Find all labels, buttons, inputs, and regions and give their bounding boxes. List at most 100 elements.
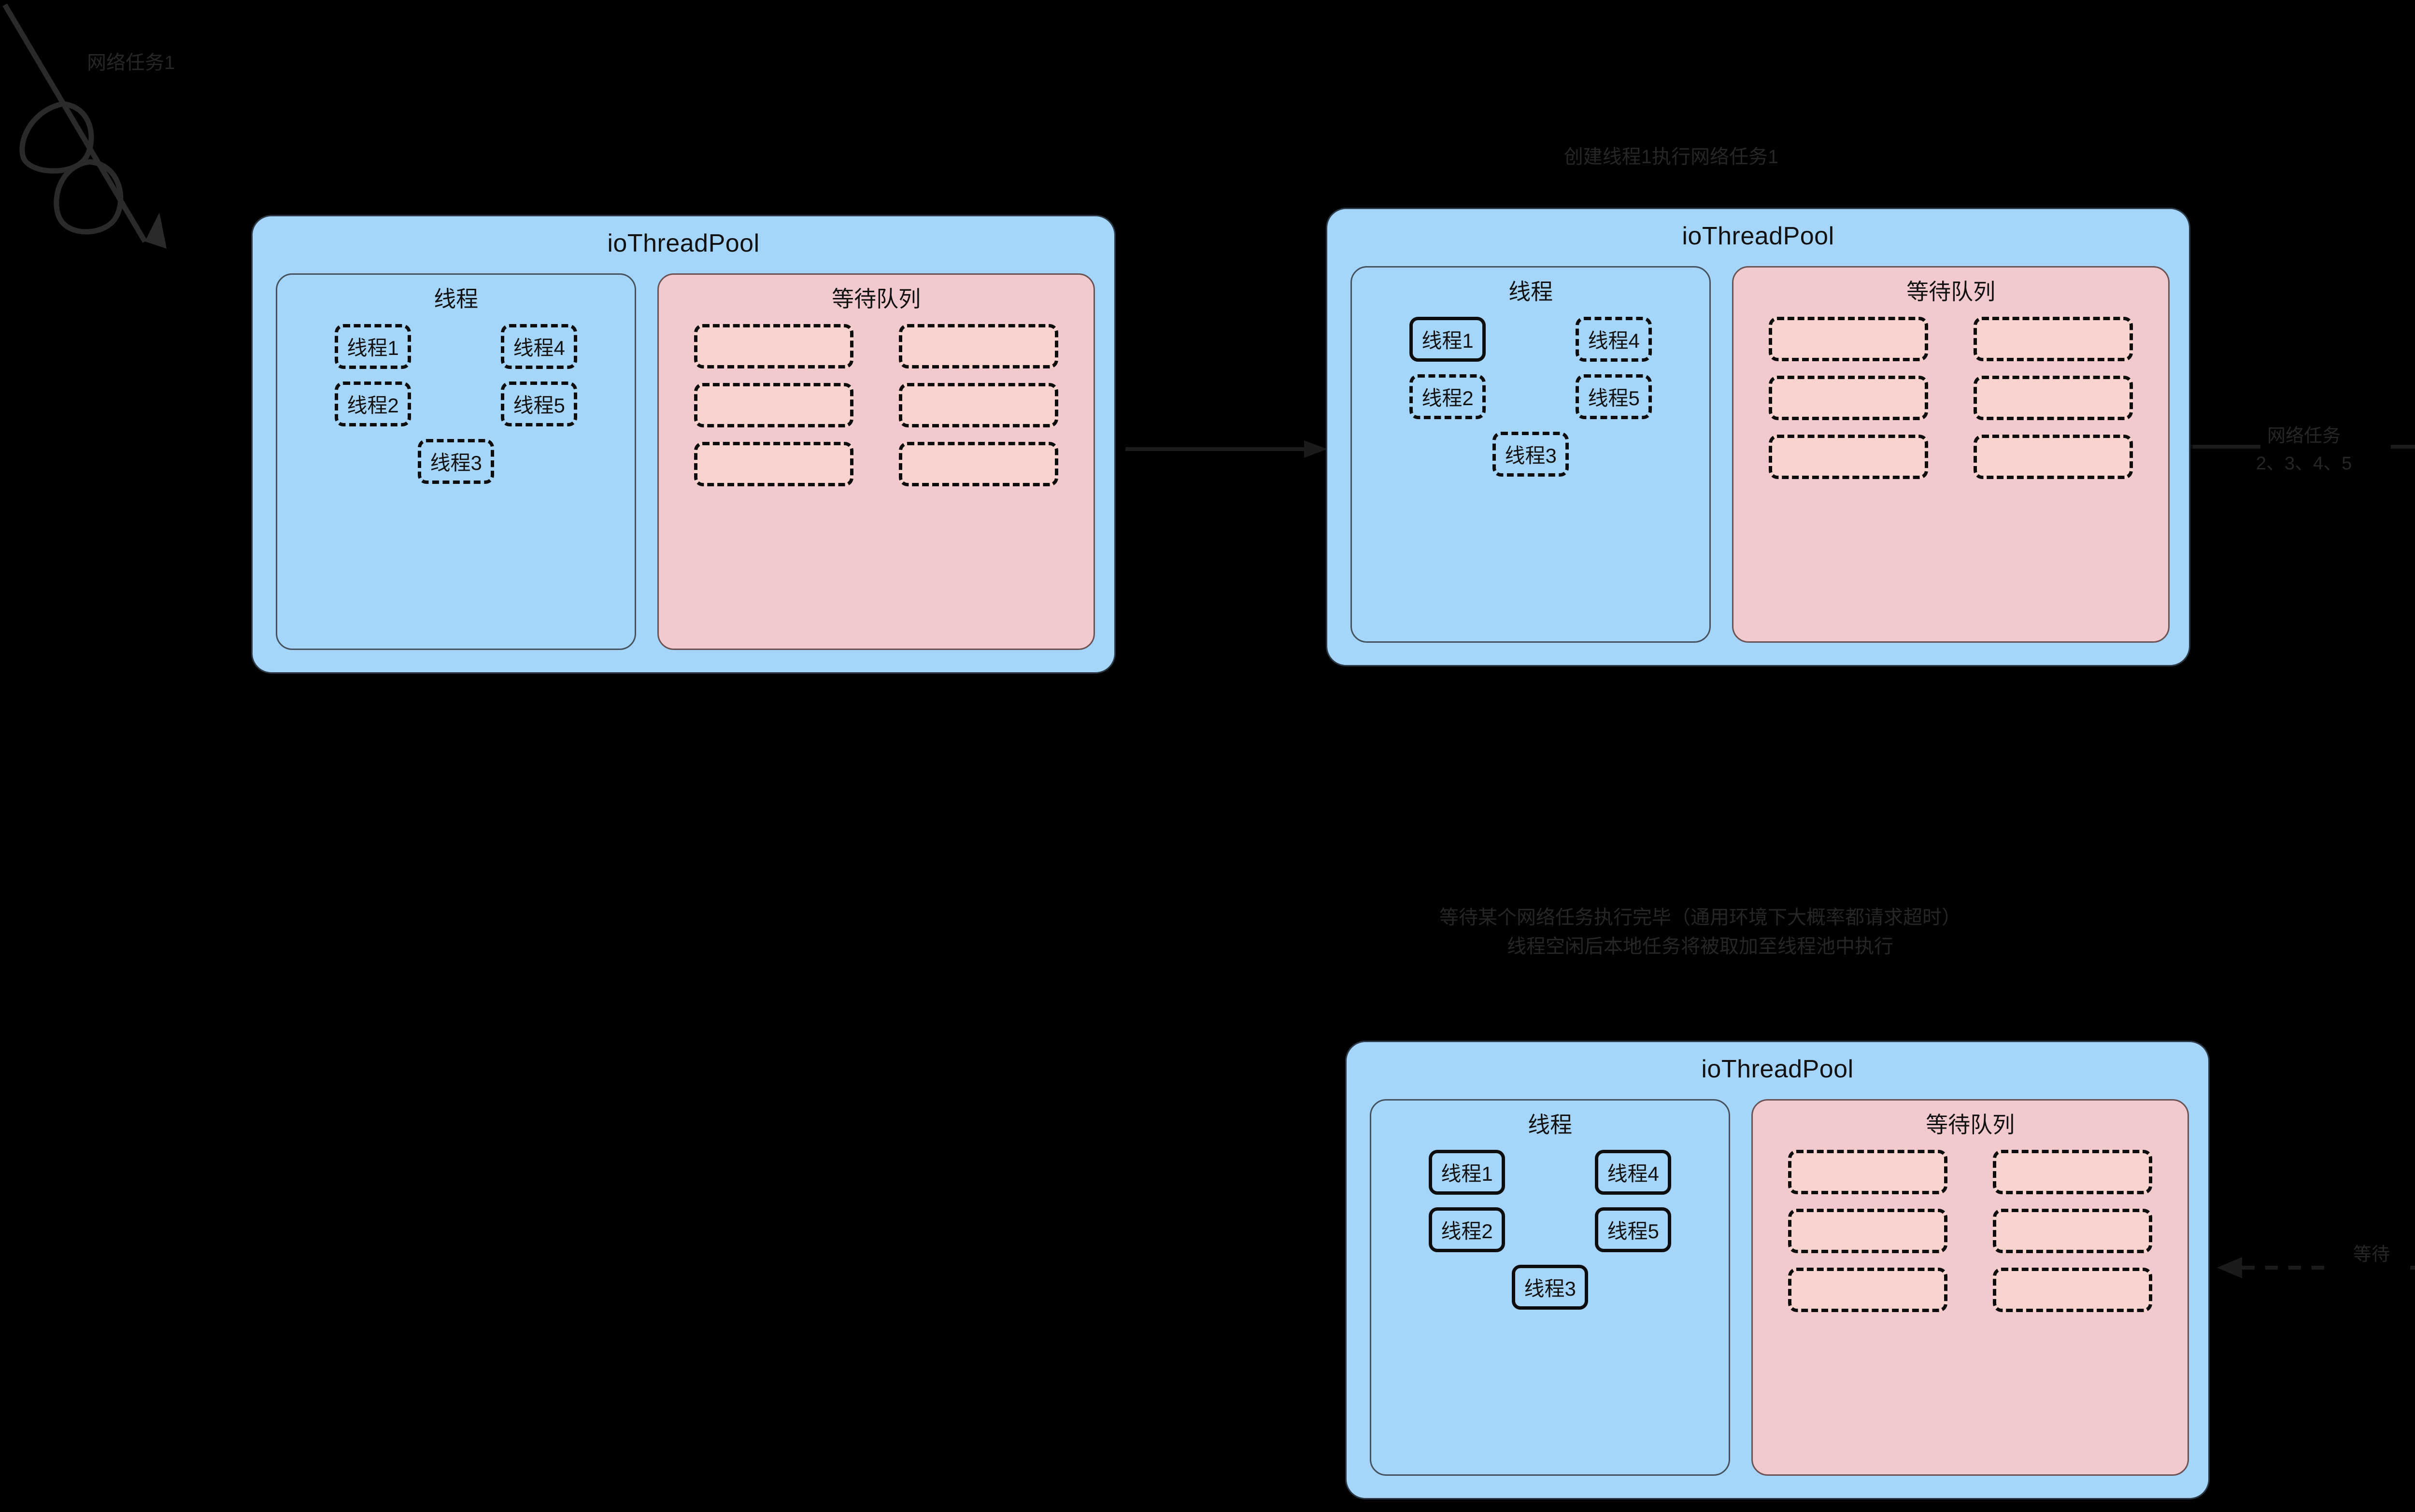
thread-chip[interactable]: 线程5 [1595, 1207, 1671, 1252]
note-network-task-1: 网络任务1 [87, 52, 175, 73]
queue-group: 等待队列 [1732, 266, 2170, 643]
queue-slot-empty[interactable] [1992, 1209, 2153, 1253]
queue-cell [671, 442, 876, 486]
thread-cell: 线程1 [290, 324, 456, 369]
thread-chip[interactable]: 线程3 [418, 439, 494, 484]
thread-cell: 线程5 [1550, 1207, 1716, 1252]
queue-cell [1765, 1150, 1970, 1194]
thread-chip[interactable]: 线程4 [501, 324, 577, 369]
queue-cell [1765, 1209, 1970, 1253]
queue-cell [1746, 317, 1951, 361]
queue-cell [1970, 1150, 2175, 1194]
thread-cell: 线程3 [1448, 432, 1614, 477]
queue-group: 等待队列 [657, 273, 1095, 650]
thread-cell: 线程4 [1550, 1150, 1716, 1195]
queue-slot-empty[interactable] [1973, 317, 2133, 361]
queue-slot-empty[interactable] [1768, 435, 1929, 479]
queue-cell [671, 324, 876, 368]
thread-chip[interactable]: 线程4 [1595, 1150, 1671, 1195]
queue-slot-empty[interactable] [1992, 1268, 2153, 1312]
thread-chip[interactable]: 线程1 [1409, 317, 1486, 362]
queue-cell [1951, 317, 2156, 361]
queue-slot-empty[interactable] [1788, 1209, 1948, 1253]
thread-chip[interactable]: 线程5 [1576, 374, 1652, 419]
thread-chip[interactable]: 线程3 [1492, 432, 1569, 477]
queue-cell [1765, 1268, 1970, 1312]
note-pool-full: 线程池已满 本地任务被放加到等待队列等待执行 [2381, 903, 2415, 961]
queue-cell [1970, 1209, 2175, 1253]
queue-grid [659, 324, 1094, 501]
queue-slot-empty[interactable] [1768, 376, 1929, 420]
queue-group-title: 等待队列 [1926, 1112, 2015, 1137]
thread-chip[interactable]: 线程4 [1576, 317, 1652, 362]
queue-slot-empty[interactable] [1788, 1150, 1948, 1194]
queue-group-title: 等待队列 [1906, 279, 1996, 304]
queue-group: 等待队列 [1751, 1099, 2189, 1476]
thread-chip[interactable]: 线程5 [501, 382, 577, 426]
arrow-label-waiting: 等待 [2353, 1244, 2390, 1265]
queue-slot-empty[interactable] [1973, 435, 2133, 479]
threads-group-title: 线程 [1508, 279, 1553, 304]
pool-title: ioThreadPool [607, 229, 760, 257]
thread-chip[interactable]: 线程2 [335, 382, 411, 426]
thread-cell: 线程5 [456, 382, 622, 426]
thread-cell: 线程2 [290, 382, 456, 426]
queue-slot-empty[interactable] [1992, 1150, 2153, 1194]
queue-cell [876, 324, 1081, 368]
queue-cell [1746, 435, 1951, 479]
arrow-label-network-tasks: 网络任务 2、3、4、5 [2256, 426, 2352, 474]
thread-chip[interactable]: 线程2 [1429, 1207, 1505, 1252]
threads-group-title: 线程 [1528, 1112, 1573, 1137]
thread-cell: 线程3 [1467, 1265, 1633, 1310]
queue-group-title: 等待队列 [832, 286, 921, 311]
queue-cell [1746, 376, 1951, 420]
queue-slot-empty[interactable] [694, 383, 854, 427]
thread-cell: 线程4 [1531, 317, 1697, 362]
thread-cell: 线程5 [1531, 374, 1697, 419]
arrow-panel1-to-panel2 [1125, 435, 1328, 464]
thread-cell: 线程3 [373, 439, 539, 484]
queue-cell [1970, 1268, 2175, 1312]
queue-cell [1951, 435, 2156, 479]
queue-cell [671, 383, 876, 427]
queue-slot-empty[interactable] [1973, 376, 2133, 420]
thread-cell: 线程1 [1364, 317, 1531, 362]
queue-slot-empty[interactable] [898, 324, 1059, 368]
pool-title: ioThreadPool [1701, 1055, 1854, 1083]
queue-grid [1753, 1150, 2188, 1327]
thread-chip[interactable]: 线程1 [335, 324, 411, 369]
arrow-panel2-to-panel3 [2188, 432, 2415, 461]
note-create-thread-1: 创建线程1执行网络任务1 [1563, 146, 1779, 168]
queue-slot-empty[interactable] [1788, 1268, 1948, 1312]
thread-cell: 线程2 [1384, 1207, 1550, 1252]
thread-chip[interactable]: 线程1 [1429, 1150, 1505, 1195]
queue-slot-empty[interactable] [694, 324, 854, 368]
thread-chip[interactable]: 线程3 [1512, 1265, 1588, 1310]
pool-title: ioThreadPool [1682, 222, 1834, 250]
thread-chip[interactable]: 线程2 [1409, 374, 1486, 419]
queue-slot-empty[interactable] [898, 442, 1059, 486]
queue-grid [1733, 317, 2168, 494]
queue-slot-empty[interactable] [1768, 317, 1929, 361]
thread-cell: 线程2 [1364, 374, 1531, 419]
queue-cell [1951, 376, 2156, 420]
handdrawn-pointer-icon [2, 3, 167, 249]
threads-group-title: 线程 [434, 286, 479, 311]
queue-cell [876, 442, 1081, 486]
queue-slot-empty[interactable] [694, 442, 854, 486]
arrow-panel5-to-panel4-waiting [2217, 1253, 2415, 1282]
queue-slot-empty[interactable] [898, 383, 1059, 427]
